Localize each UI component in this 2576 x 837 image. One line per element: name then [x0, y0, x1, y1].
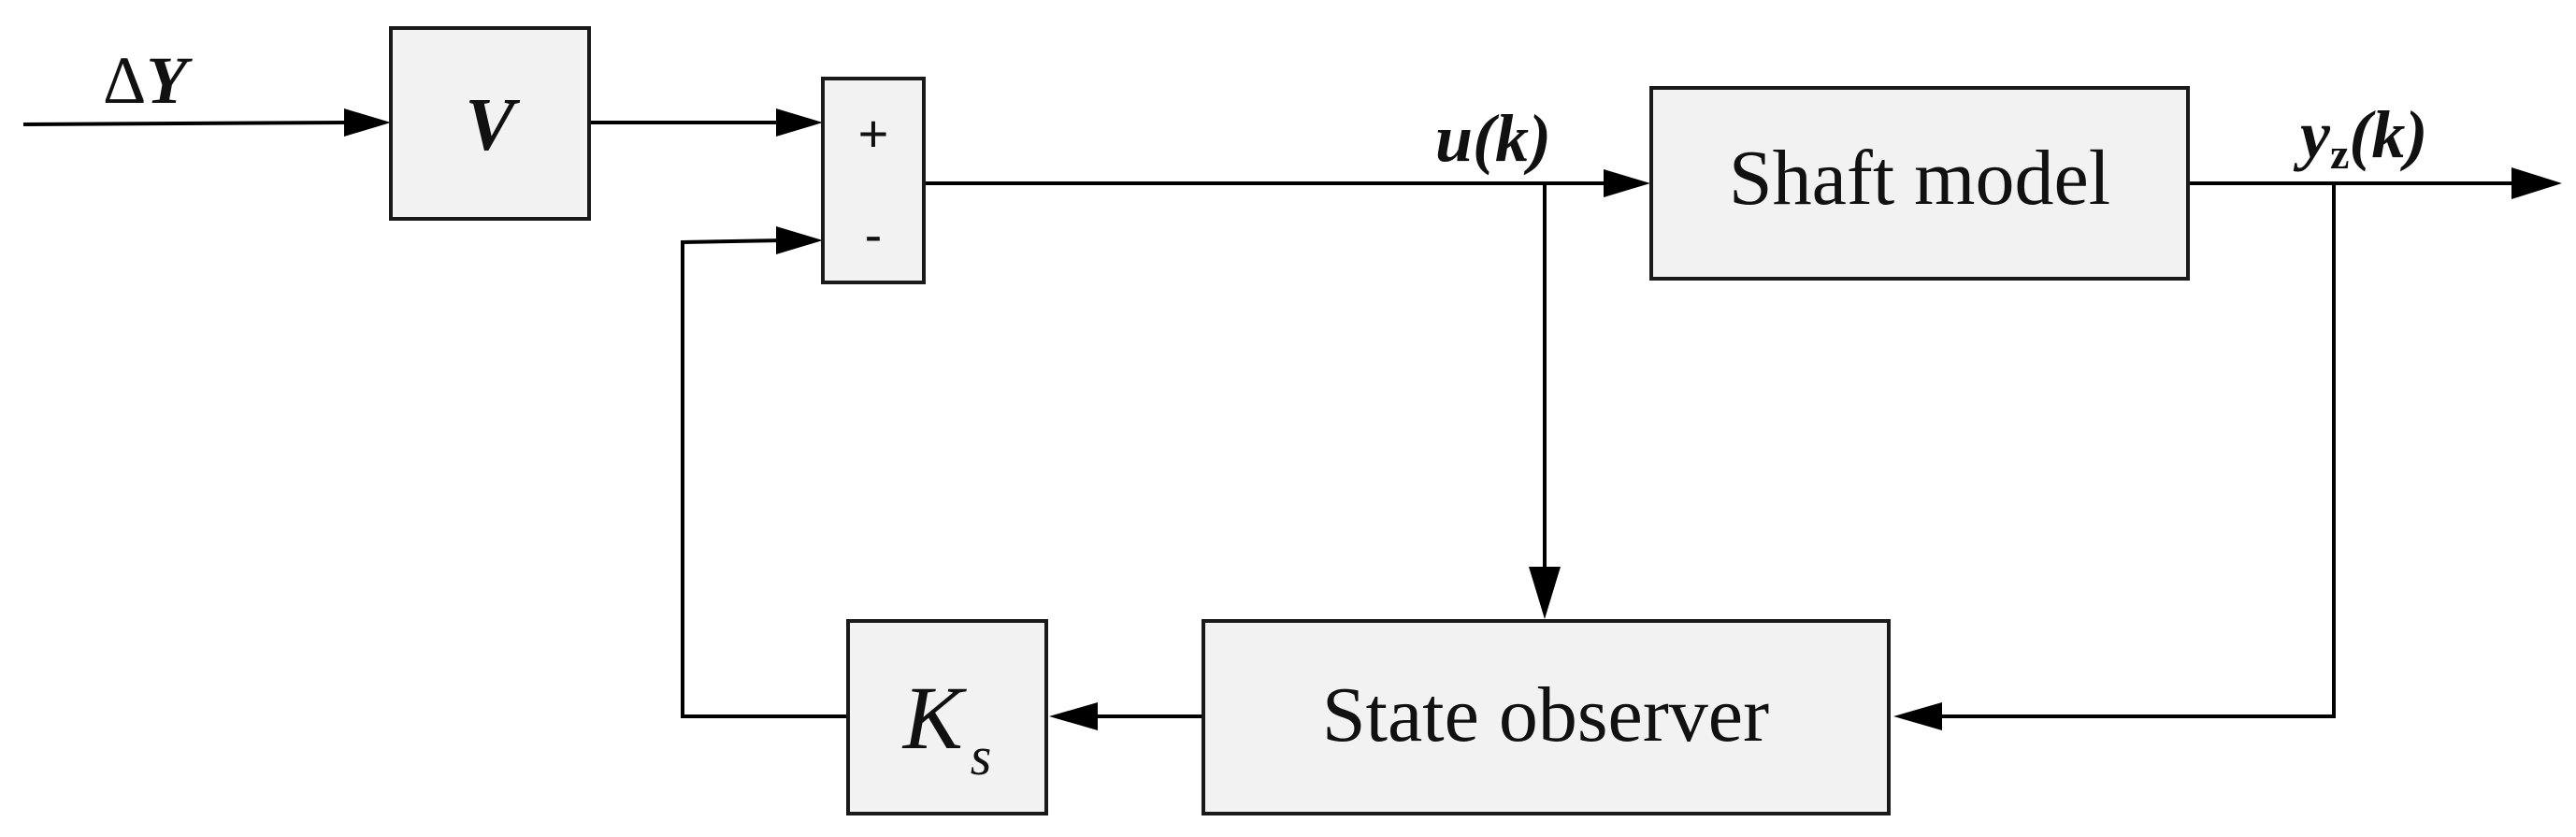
- minus-sign: -: [865, 205, 883, 264]
- output-base: y: [2293, 97, 2331, 172]
- output-feedback-arrowhead: [1893, 702, 1942, 730]
- observer-to-gain-arrowhead: [1049, 702, 1098, 730]
- gain-block: [846, 619, 1048, 815]
- prefilter-label: V: [465, 84, 520, 166]
- gain-subscript: s: [971, 726, 992, 786]
- output-feedback-line: [1936, 183, 2336, 718]
- sum-to-plant-arrowhead: [1604, 169, 1650, 197]
- gain-feedback-line: [681, 238, 848, 718]
- input-signal-label: ΔY: [103, 43, 193, 118]
- u-branch-arrowhead: [1529, 567, 1561, 619]
- output-subscript: z: [2330, 130, 2349, 178]
- shaft-model-block: [1649, 86, 2190, 281]
- v-to-sum-arrowhead: [776, 108, 823, 137]
- gain-base: K: [901, 668, 968, 768]
- output-arrowhead: [2511, 167, 2562, 199]
- shaft-model-label: Shaft model: [1729, 135, 2110, 222]
- output-signal-label: yz(k): [2293, 97, 2427, 178]
- control-signal-label: u(k): [1435, 101, 1551, 176]
- output-suffix: (k): [2349, 97, 2427, 172]
- summing-junction-block: [821, 77, 926, 284]
- state-observer-label: State observer: [1322, 671, 1769, 758]
- input-delta: Δ: [103, 43, 146, 118]
- input-signal-line: [22, 121, 349, 126]
- gain-feedback-arrowhead: [776, 226, 823, 254]
- state-observer-block: [1202, 619, 1891, 815]
- input-arrowhead: [344, 108, 391, 137]
- plus-sign: +: [858, 104, 889, 163]
- prefilter-block: [389, 26, 591, 221]
- input-symbol: Y: [146, 43, 193, 118]
